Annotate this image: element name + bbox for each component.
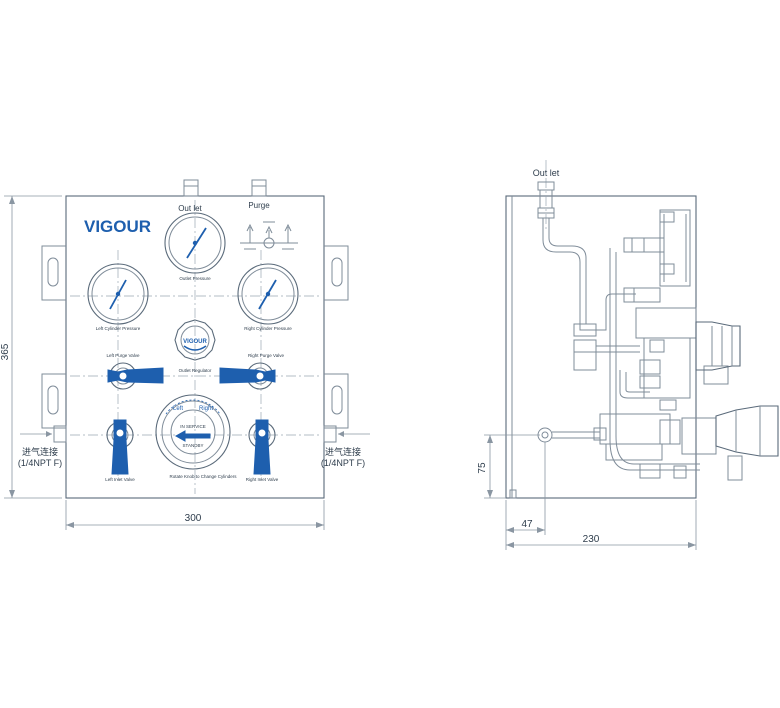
inlet-height-value: 75 [477,462,488,474]
depth-dimension-value: 230 [583,534,600,545]
right-inlet-fitting [323,425,337,443]
left-inlet-fitting [53,425,67,443]
width-dimension [65,500,325,530]
height-dimension-value: 365 [0,343,11,360]
left-inlet-valve-handle[interactable] [106,419,134,475]
outlet-label: Out let [178,204,202,213]
left-cylinder-pressure-gauge [87,263,149,325]
left-purge-valve-handle[interactable] [107,362,164,390]
dial-left-label: Left [173,406,183,412]
regulator-knob-brand: VIGOUR [183,339,207,345]
side-enclosure [505,195,697,499]
right-cylinder-pressure-label: Right Cylinder Pressure [244,326,292,331]
side-changeover-knob [715,405,779,481]
outlet-regulator-knob[interactable] [174,319,216,361]
changeover-dial[interactable] [155,394,231,470]
left-cylinder-pressure-label: Left Cylinder Pressure [96,326,141,331]
right-inlet-valve-handle[interactable] [248,419,276,475]
height-dimension [4,195,62,499]
brand-logo: VIGOUR [84,217,151,236]
right-cylinder-pressure-gauge [237,263,299,325]
left-purge-valve-label: Left Purge Valve [107,353,140,358]
left-inlet-valve-label: Left Inlet Valve [105,477,135,482]
purge-fitting [251,179,267,197]
depth-dimension [506,500,697,550]
purge-label: Purge [248,201,270,210]
width-dimension-value: 300 [185,513,202,524]
outlet-fitting [183,179,199,197]
side-view: Out let [477,160,779,550]
standby-label: STANDBY [183,443,204,448]
side-regulator-knob [695,321,741,371]
rotate-knob-label: Rotate Knob to Change Cylinders [169,474,237,479]
right-mounting-bracket [324,245,349,429]
outlet-pressure-gauge [164,212,226,274]
left-inlet-connection-label: 进气连接 [22,446,58,457]
inlet-offset-dimension [505,442,546,550]
right-inlet-valve-label: Right Inlet Valve [246,477,279,482]
right-inlet-connection-label: 进气连接 [325,446,361,457]
in-service-label: IN SERVICE [180,424,205,429]
outlet-regulator-label: Outlet Regulator [179,368,212,373]
outlet-pressure-label: Outlet Pressure [179,276,211,281]
left-inlet-thread-label: (1/4NPT F) [18,458,62,468]
left-inlet-arrow-icon [20,431,52,437]
inlet-height-dimension [484,434,540,499]
left-mounting-bracket [41,245,66,429]
dial-right-label: Right [199,406,213,412]
front-view: VIGOUR Out let Purge Outlet Pressure [0,179,370,530]
right-inlet-thread-label: (1/4NPT F) [321,458,365,468]
purge-schematic-icon [240,221,298,250]
side-outlet-fitting [537,181,555,219]
side-inlet-fitting [509,427,600,499]
right-purge-valve-label: Right Purge Valve [248,353,284,358]
right-inlet-arrow-icon [338,431,370,437]
side-tubing [542,218,700,471]
inlet-offset-value: 47 [521,519,533,530]
right-purge-valve-handle[interactable] [219,362,276,390]
